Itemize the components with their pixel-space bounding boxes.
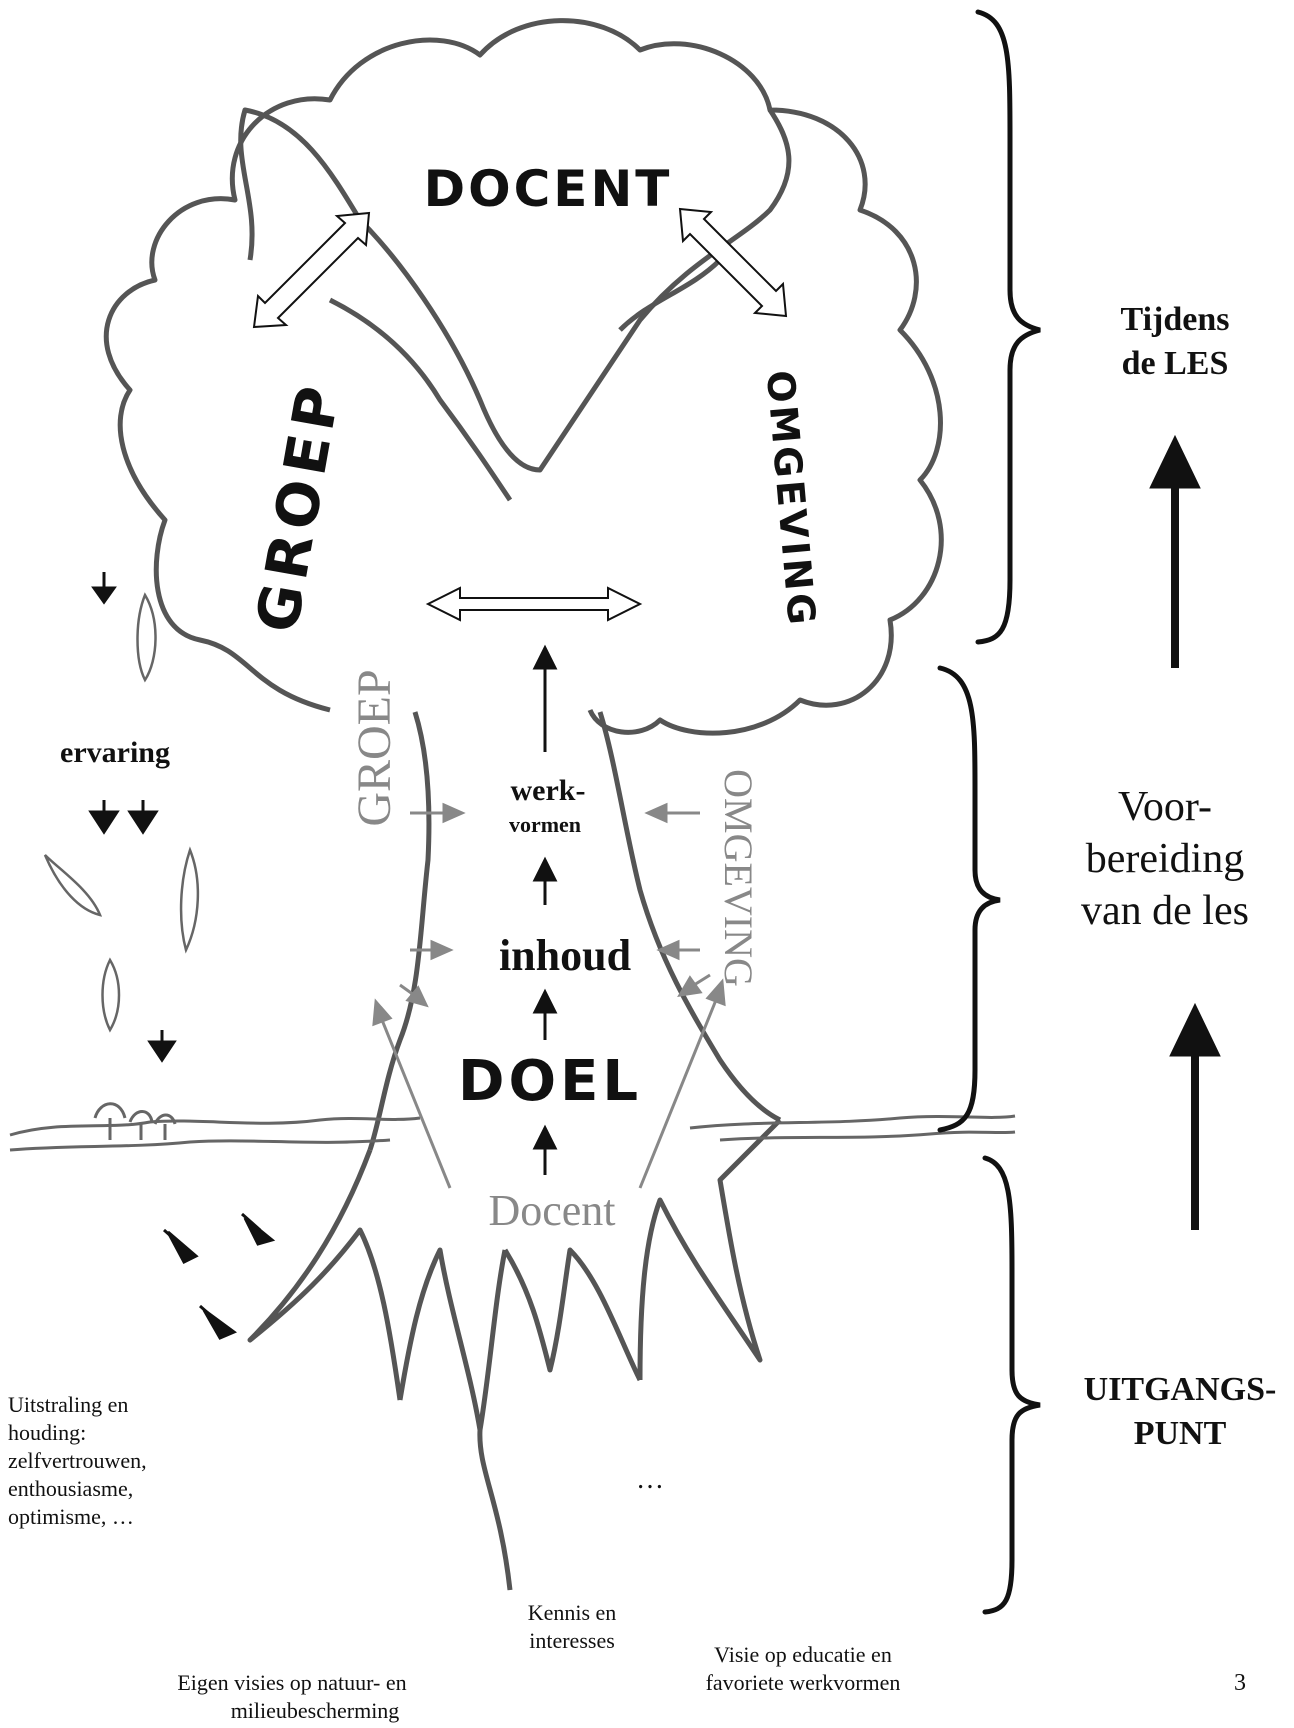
falling-leaves [45, 595, 198, 1030]
tree-trunk [250, 712, 780, 1590]
trunk-inhoud-label: inhoud [499, 931, 631, 980]
root-docent-label: Docent [488, 1186, 615, 1235]
attitude-line: enthousiasme, [8, 1476, 133, 1501]
phase-preparation-label: Voor- bereiding van de les [1081, 784, 1249, 934]
page-number: 3 [1234, 1670, 1246, 1696]
vision-education-line: Visie op educatie en [714, 1642, 892, 1667]
attitude-line: Uitstraling en [8, 1392, 128, 1417]
phase-starting-label: UITGANGS- PUNT [1084, 1371, 1277, 1452]
phase-during-line: Tijdens [1121, 301, 1230, 338]
crown-groep-label: GROEP [243, 376, 354, 638]
phase-during-label: Tijdens de LES [1121, 301, 1230, 382]
trunk-doel-label: DOEL [458, 1049, 642, 1114]
brace-starting-point [985, 1158, 1040, 1612]
attitude-text: Uitstraling en houding: zelfvertrouwen, … [8, 1392, 147, 1529]
trunk-werkvormen-label-2: vormen [509, 812, 581, 837]
phase-during-line: de LES [1122, 345, 1229, 382]
phase-braces [940, 12, 1040, 1612]
leaf-icon [45, 855, 100, 915]
phase-arrows [1150, 436, 1220, 1230]
phase-preparation-line: Voor- [1118, 784, 1212, 830]
crown-omgeving-label: OMGEVING [758, 369, 824, 630]
leaf-icon [138, 595, 156, 680]
brace-during [978, 12, 1040, 642]
attitude-line: optimisme, … [8, 1504, 134, 1529]
crown-docent-label: DOCENT [424, 160, 673, 218]
groep-omgeving-arrow [428, 588, 640, 620]
vision-education-line: favoriete werkvormen [706, 1670, 901, 1695]
vision-nature-line: milieubescherming [231, 1698, 400, 1723]
attitude-line: zelfvertrouwen, [8, 1448, 147, 1473]
knowledge-line: interesses [529, 1628, 615, 1653]
phase-starting-line: UITGANGS- [1084, 1371, 1277, 1408]
ervaring-label: ervaring [60, 736, 170, 769]
leaf-icon [181, 850, 198, 950]
trunk-groep-faded-label: GROEP [348, 669, 401, 826]
roots-ellipsis: … [636, 1464, 664, 1495]
vision-nature-line: Eigen visies op natuur- en [177, 1670, 406, 1695]
brace-preparation [940, 668, 1000, 1130]
docent-omgeving-arrow [680, 209, 786, 316]
vision-nature-text: Eigen visies op natuur- en milieubescher… [177, 1670, 406, 1723]
phase-starting-line: PUNT [1134, 1415, 1227, 1452]
trunk-werkvormen-label: werk- [511, 774, 586, 807]
knowledge-text: Kennis en interesses [528, 1600, 617, 1653]
knowledge-line: Kennis en [528, 1600, 617, 1625]
leaf-icon [103, 960, 120, 1030]
phase-preparation-line: van de les [1081, 888, 1249, 934]
vision-education-text: Visie op educatie en favoriete werkvorme… [706, 1642, 901, 1695]
phase-preparation-line: bereiding [1086, 836, 1245, 882]
trunk-omgeving-faded-label: OMGEVING [716, 769, 761, 987]
experience-arrows [91, 572, 272, 1338]
attitude-line: houding: [8, 1420, 86, 1445]
tree-crown [106, 21, 941, 734]
